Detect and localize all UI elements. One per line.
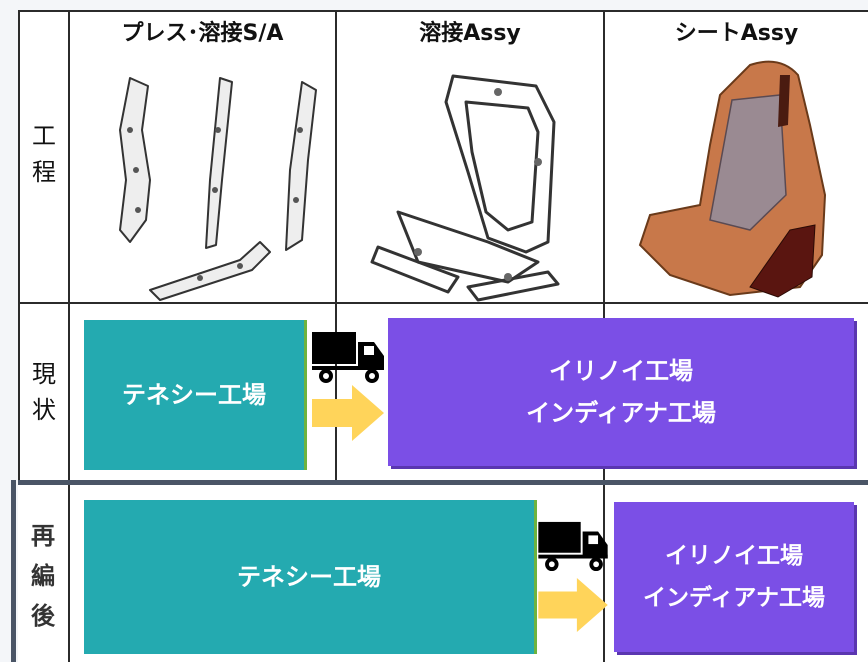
- after-dest-plants-text: イリノイ工場 インディアナ工場: [643, 543, 825, 611]
- after-dest-plants: イリノイ工場 インディアナ工場: [614, 502, 854, 652]
- arrow-right-icon: [538, 578, 608, 632]
- grid-line: [18, 10, 868, 12]
- grid-line: [18, 302, 868, 304]
- current-dest-plants: イリノイ工場 インディアナ工場: [388, 318, 854, 466]
- truck-icon: [538, 521, 608, 572]
- row-label-process: 工 程: [32, 122, 56, 186]
- column-header-seat-assy: シートAssy: [674, 21, 799, 46]
- welded-seat-frame-image: [370, 74, 560, 302]
- grid-line: [335, 10, 337, 482]
- grid-line: [18, 10, 20, 480]
- seat-assembly-image: [638, 60, 827, 298]
- grid-line: [18, 480, 868, 485]
- arrow-right-icon: [312, 385, 384, 441]
- column-header-press-weld-sa: プレス･溶接S/A: [121, 21, 284, 46]
- row-label-after: 再 編 後: [31, 522, 55, 630]
- row-label-current: 現 状: [32, 360, 56, 424]
- current-dest-plants-text: イリノイ工場 インディアナ工場: [526, 357, 716, 427]
- truck-icon: [312, 332, 384, 383]
- current-source-plant: テネシー工場: [84, 320, 307, 470]
- after-source-plant: テネシー工場: [84, 500, 537, 654]
- column-header-weld-assy: 溶接Assy: [419, 21, 521, 46]
- grid-line: [11, 480, 16, 662]
- seat-frame-parts-image: [119, 77, 317, 301]
- grid-line: [68, 10, 70, 662]
